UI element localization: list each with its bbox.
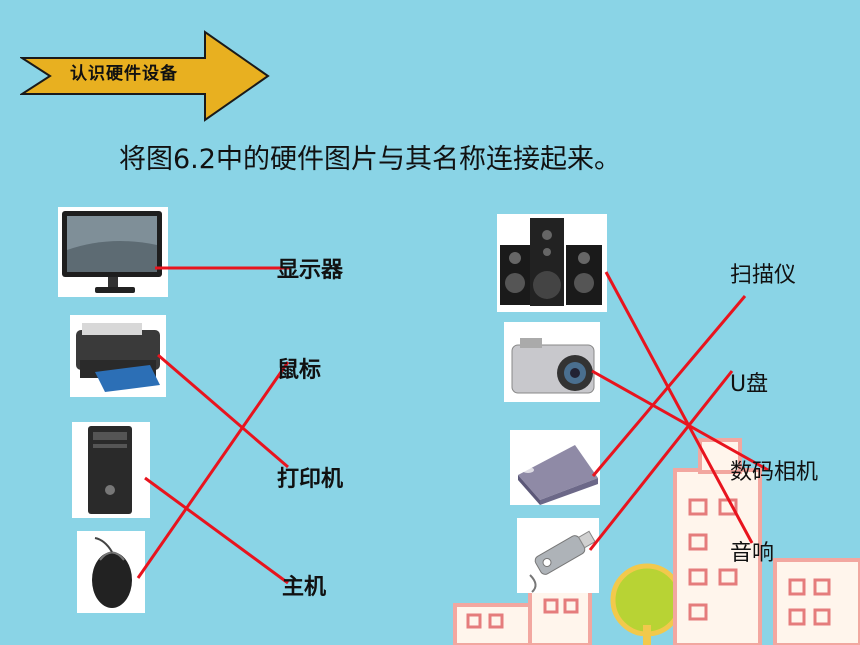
- connector-printer: [157, 353, 289, 469]
- label-speakers: 音响: [730, 541, 775, 566]
- pc-tower-icon: [72, 422, 150, 518]
- connector-speakers: [604, 271, 754, 544]
- label-monitor: 显示器: [277, 258, 344, 283]
- scanner-icon: [510, 430, 600, 505]
- instruction-text: 将图6.2中的硬件图片与其名称连接起来。: [119, 144, 621, 175]
- label-usb-drive: U盘: [730, 372, 769, 397]
- banner-arrow: [20, 30, 270, 122]
- mouse-icon: [77, 531, 145, 613]
- connector-pc-tower: [144, 476, 289, 585]
- label-pc-tower: 主机: [282, 575, 327, 600]
- digital-camera-icon: [504, 322, 600, 402]
- speakers-icon: [497, 214, 607, 312]
- monitor-icon: [58, 207, 168, 297]
- label-mouse: 鼠标: [277, 358, 322, 383]
- banner-title: 认识硬件设备: [70, 64, 178, 84]
- connector-usb: [588, 370, 734, 551]
- connector-camera: [591, 369, 769, 472]
- label-printer: 打印机: [277, 467, 344, 492]
- usb-drive-icon: [517, 518, 599, 593]
- connector-mouse: [136, 361, 290, 579]
- label-digital-camera: 数码相机: [730, 460, 819, 485]
- connector-scanner: [591, 295, 747, 477]
- label-scanner: 扫描仪: [730, 263, 797, 288]
- printer-icon: [70, 315, 166, 397]
